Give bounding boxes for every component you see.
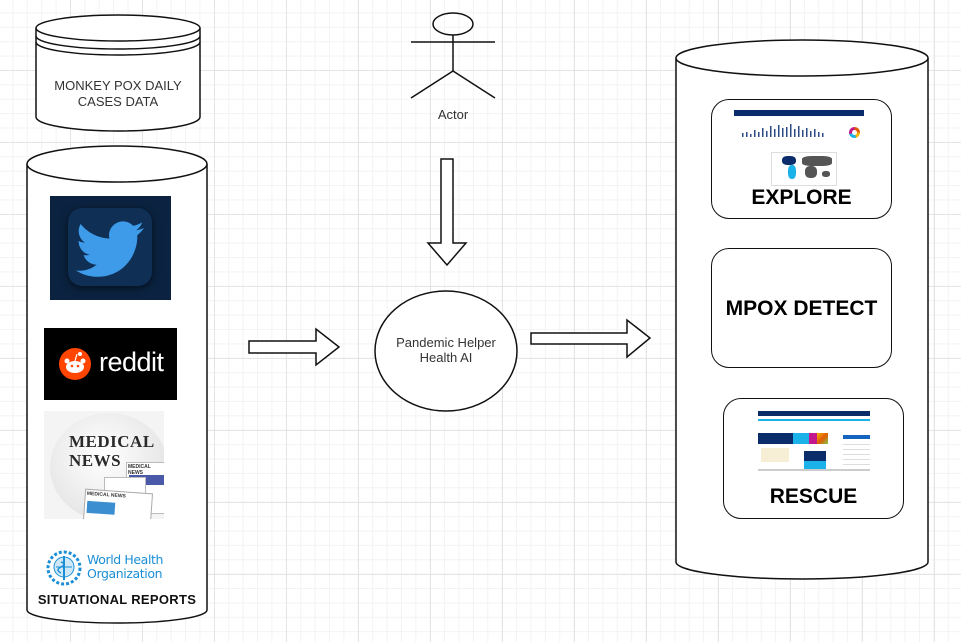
rescue-box[interactable]: RESCUE: [723, 398, 904, 519]
explore-dashboard-thumbnail: [734, 110, 864, 186]
twitter-logo: [50, 196, 171, 300]
arrow-right-input: [248, 327, 341, 367]
arrow-right-output: [530, 318, 652, 359]
actor-head: [432, 12, 474, 36]
actor-label: Actor: [437, 107, 469, 122]
explore-label: EXPLORE: [751, 186, 852, 209]
who-emblem-icon: [46, 550, 82, 586]
daily-cases-line1: MONKEY POX DAILY: [54, 78, 182, 93]
rescue-label: RESCUE: [769, 485, 858, 508]
daily-cases-database[interactable]: [35, 14, 201, 132]
process-ellipse[interactable]: [374, 290, 518, 412]
medical-news-logo: MEDICAL NEWS MEDICAL NEWS MEDICAL NEWS: [44, 411, 164, 519]
twitter-bird-icon: [75, 221, 144, 277]
arrow-down: [426, 158, 468, 267]
explore-map-thumb: [771, 152, 837, 186]
reddit-alien-icon: [59, 348, 91, 380]
reddit-wordmark: reddit: [99, 347, 164, 377]
explore-donut-thumb: [849, 127, 860, 138]
reddit-logo: reddit: [44, 328, 177, 400]
process-label: Pandemic Helper Health AI: [376, 335, 516, 365]
who-wordmark: World Health Organization: [87, 552, 164, 581]
mpox-detect-box[interactable]: MPOX DETECT: [711, 248, 892, 368]
situational-reports-caption: SITUATIONAL REPORTS: [37, 592, 197, 607]
daily-cases-line2: CASES DATA: [77, 94, 159, 109]
rescue-dashboard-thumbnail: [758, 411, 870, 471]
process-line1: Pandemic Helper: [396, 335, 496, 350]
process-line2: Health AI: [419, 350, 473, 365]
explore-bar-chart-thumb: [742, 124, 824, 137]
who-logo: World Health Organization: [46, 550, 170, 586]
actor-figure[interactable]: [410, 12, 496, 99]
mpox-detect-label: MPOX DETECT: [725, 297, 878, 320]
medical-news-title: MEDICAL NEWS: [69, 432, 155, 470]
explore-box[interactable]: EXPLORE: [711, 99, 892, 219]
daily-cases-label: MONKEY POX DAILY CASES DATA: [36, 78, 200, 110]
